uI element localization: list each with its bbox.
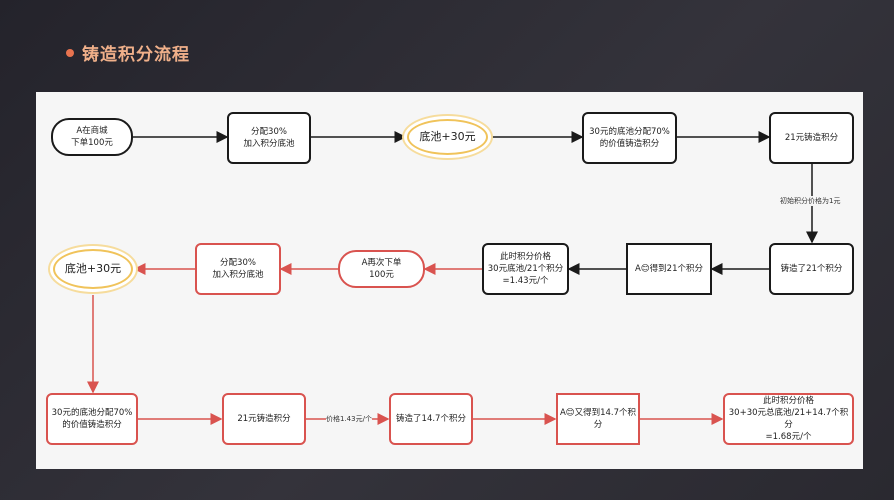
node-allocate-1: 分配30%加入积分底池 [227,112,311,164]
page-title: 铸造积分流程 [82,45,190,65]
node-mint-value-2: 30元的底池分配70%的价值铸造积分 [46,393,138,445]
node-mint-21-2: 21元铸造积分 [222,393,306,445]
flowchart-canvas: 初始积分价格为1元 价格1.43元/个 A在商城下单100元 分配30%加入积分… [36,92,863,469]
node-mint-21-1: 21元铸造积分 [769,112,854,164]
edge-label-price: 价格1.43元/个 [326,414,372,424]
edge-label-initial-price: 初始积分价格为1元 [780,196,841,206]
node-allocate-2: 分配30%加入积分底池 [195,243,281,295]
node-a-gets-14-7: A😊又得到14.7个积分 [556,393,640,445]
node-minted-14-7: 铸造了14.7个积分 [389,393,473,445]
slide-title: 铸造积分流程 [66,40,190,65]
node-order-1: A在商城下单100元 [51,118,133,156]
node-minted-21: 铸造了21个积分 [769,243,854,295]
node-a-gets-21: A😊得到21个积分 [626,243,712,295]
node-pool-2: 底池+30元 [53,249,133,289]
node-pool-1: 底池+30元 [407,119,488,155]
bullet-dot [66,48,74,57]
node-mint-value-1: 30元的底池分配70%的价值铸造积分 [582,112,677,164]
